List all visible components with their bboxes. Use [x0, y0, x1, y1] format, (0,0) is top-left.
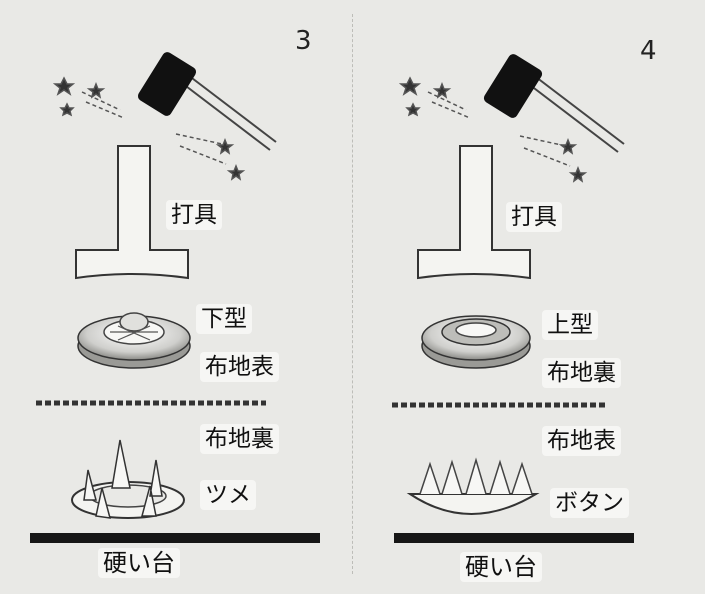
panel-divider [352, 14, 353, 574]
tool-label: 打具 [506, 202, 562, 232]
hard-base-bar [394, 533, 634, 543]
step-number: 4 [640, 36, 657, 66]
upper-die-icon [421, 315, 531, 369]
base-label: 硬い台 [460, 552, 542, 582]
setting-tool-icon [75, 145, 189, 280]
snap-button-icon [406, 457, 540, 515]
panel-4-illustration [392, 54, 634, 543]
panel-3-illustration [30, 52, 320, 543]
impact-effect-icon [398, 76, 588, 183]
part-label: ツメ [200, 480, 256, 510]
fabric-outer-label: 布地表 [200, 352, 279, 382]
prong-ring-icon [71, 439, 185, 519]
lower-die-icon [77, 312, 191, 369]
fabric-outer-label: 布地表 [542, 426, 621, 456]
hard-base-bar [30, 533, 320, 543]
fabric-inner-label: 布地裏 [542, 358, 621, 388]
impact-effect-icon [52, 76, 246, 181]
base-label: 硬い台 [98, 548, 180, 578]
die-label: 上型 [542, 310, 598, 340]
hammer-icon [483, 54, 625, 153]
setting-tool-icon [417, 145, 531, 280]
fabric-inner-label: 布地裏 [200, 424, 279, 454]
part-label: ボタン [550, 488, 629, 518]
die-label: 下型 [196, 304, 252, 334]
tool-label: 打具 [166, 200, 222, 230]
hammer-icon [137, 52, 277, 151]
step-number: 3 [295, 26, 312, 56]
